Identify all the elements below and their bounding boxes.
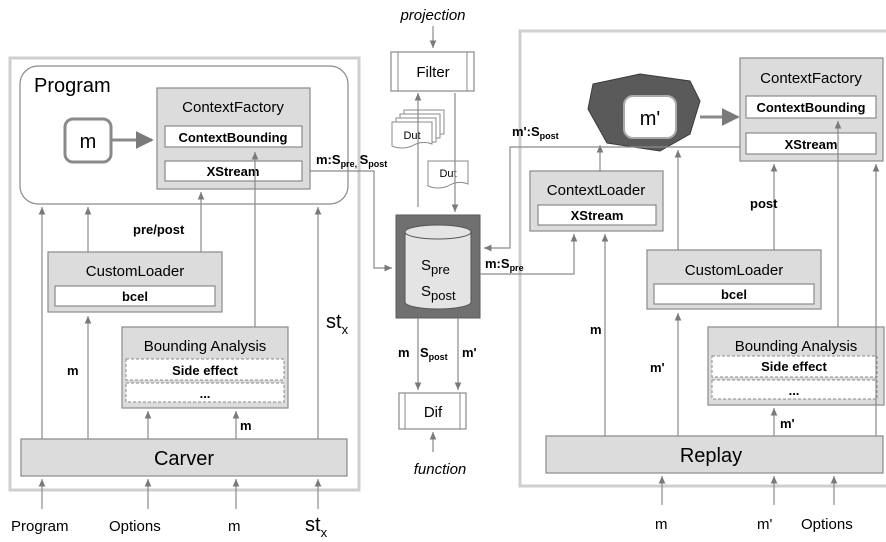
program-title: Program (34, 75, 111, 97)
bounding-analysis-title: Bounding Analysis (144, 338, 267, 355)
xstream-label: XStream (207, 164, 260, 179)
bounding-analysis-right-title: Bounding Analysis (735, 338, 858, 355)
carver-box (20, 438, 348, 477)
stx-input-label: stx (305, 514, 328, 540)
context-loader: ContextLoader XStream (529, 170, 664, 232)
m-prime-node-label: m' (640, 108, 660, 130)
m-input-label: m (228, 518, 241, 535)
m-spre-spost-edge-label: m:Spre, Spost (316, 152, 387, 169)
m-spre-right-edge-label: m:Spre (485, 256, 524, 273)
post-edge-label: post (750, 196, 778, 211)
custom-loader-right-title: CustomLoader (685, 262, 783, 279)
function-label: function (414, 461, 467, 478)
bounding-analysis-left: Bounding Analysis Side effect ... (121, 326, 289, 409)
m-prime-spost-edge-label: m':Spost (512, 124, 559, 141)
custom-loader-left: CustomLoader bcel (47, 251, 223, 313)
options-right-input-label: Options (801, 516, 853, 533)
m-prime-center-label: m' (462, 345, 477, 360)
m-center-label: m (398, 345, 410, 360)
store-box: Spre Spost (395, 214, 481, 319)
m-prime-node: m' (587, 73, 701, 152)
context-bounding-label: ContextBounding (178, 130, 287, 145)
filter-box: Filter (390, 51, 475, 92)
m-right-edge-label: m (590, 322, 602, 337)
ellipsis-label: ... (200, 386, 211, 401)
m-edge-label-bottom: m (240, 418, 252, 433)
m-node-label: m (80, 131, 97, 153)
carver-label: Carver (154, 448, 214, 470)
projection-label: projection (399, 7, 465, 24)
dif-label: Dif (424, 404, 443, 421)
custom-loader-right: CustomLoader bcel (646, 249, 822, 310)
replay-box (545, 435, 884, 474)
m-edge-label-left: m (67, 363, 79, 378)
m-node (63, 117, 113, 164)
side-effect-label: Side effect (172, 363, 238, 378)
carving-frame (8, 56, 361, 492)
contextfactory-to-store-right-edge (484, 146, 740, 252)
filter-label: Filter (416, 64, 449, 81)
store-to-contextloader-edge (480, 234, 578, 275)
context-bounding-right-label: ContextBounding (756, 100, 865, 115)
pre-post-edge-label: pre/post (133, 222, 185, 237)
spost-label: Spost (421, 283, 456, 303)
bounding-analysis-right: Bounding Analysis Side effect ... (707, 326, 885, 406)
m-prime-input-label: m' (757, 516, 772, 533)
replay-label: Replay (680, 445, 742, 467)
stx-edge-label: stx (326, 311, 349, 337)
custom-loader-title: CustomLoader (86, 263, 184, 280)
dut-single: Dut (427, 160, 469, 189)
context-loader-title: ContextLoader (547, 182, 645, 199)
m-right-input-label: m (655, 516, 668, 533)
context-factory-right-title: ContextFactory (760, 70, 862, 87)
contextfactory-to-store-edge (310, 170, 392, 272)
bcel-label: bcel (122, 289, 148, 304)
program-input-label: Program (11, 518, 69, 535)
m-prime-left-edge-label: m' (650, 360, 665, 375)
dut-stack: Dut (391, 109, 445, 149)
bcel-right-label: bcel (721, 287, 747, 302)
side-effect-right-label: Side effect (761, 359, 827, 374)
ellipsis-right-label: ... (789, 383, 800, 398)
context-loader-xstream-label: XStream (571, 208, 624, 223)
dut-stack-label: Dut (403, 130, 420, 142)
context-factory-left: ContextFactory ContextBounding XStream (156, 87, 311, 190)
spre-label: Spre (421, 257, 450, 277)
dif-box: Dif (398, 392, 467, 430)
m-prime-bottom-edge-label: m' (780, 416, 795, 431)
context-factory-right: ContextFactory ContextBounding XStream (739, 57, 884, 162)
options-input-label: Options (109, 518, 161, 535)
context-factory-title: ContextFactory (182, 99, 284, 116)
xstream-right-label: XStream (785, 137, 838, 152)
dut-single-label: Dut (439, 168, 456, 180)
spost-center-label: Spost (420, 345, 448, 362)
replay-frame (518, 29, 886, 488)
